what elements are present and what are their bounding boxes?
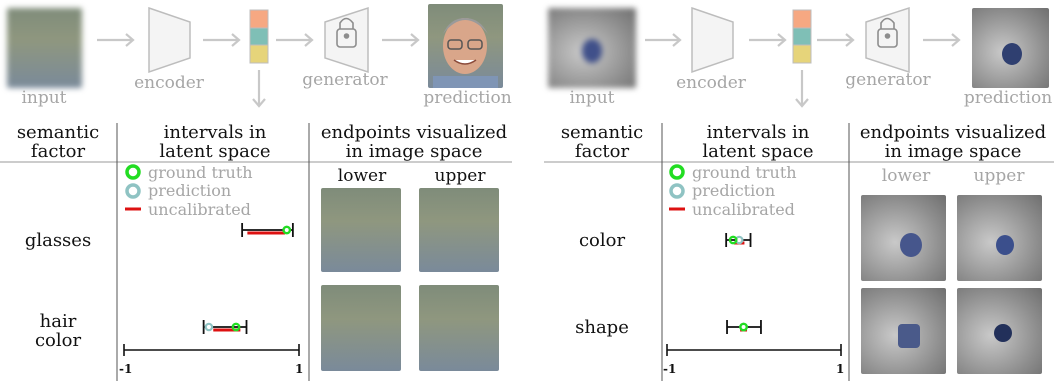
arrow-input-to-encoder [97, 33, 135, 47]
lock-icon [877, 17, 898, 48]
axis-min-label-2: -1 [663, 362, 677, 376]
arrow-encoder-to-latent [203, 33, 241, 47]
prediction-marker [204, 322, 214, 332]
factor-label-shape: shape [575, 317, 629, 338]
table-lines [0, 123, 512, 381]
legend-uncalibrated-2: uncalibrated [692, 200, 795, 219]
encoder-shape-2 [691, 6, 734, 74]
face-hair-lower [321, 285, 401, 371]
object-icon [994, 324, 1012, 342]
label-prediction-2: prediction [963, 88, 1053, 108]
face-hair-upper [419, 285, 499, 371]
label-generator: generator [302, 70, 388, 90]
axis-min-label: -1 [119, 362, 133, 376]
object-icon [898, 324, 920, 348]
input-image-blurred-object [548, 8, 636, 88]
label-prediction: prediction [423, 88, 512, 108]
label-encoder: encoder [134, 73, 204, 93]
ground-truth-marker [728, 235, 738, 245]
arrow-latent-down [252, 70, 266, 108]
label-upper: upper [434, 166, 486, 186]
lock-icon [336, 17, 357, 48]
legend-prediction-2: prediction [692, 181, 776, 200]
legend-markers [125, 164, 141, 211]
legend-ground-truth: ground truth [148, 163, 253, 182]
table-lines-2 [544, 123, 1054, 381]
factor-label-color: color [578, 230, 626, 251]
arrow-generator-to-prediction [382, 33, 420, 47]
pipeline-diagram-2 [645, 6, 961, 108]
prediction-image-face [428, 4, 503, 88]
latent-vector-2 [792, 9, 812, 64]
label-input: input [21, 88, 67, 108]
factor-label-1: glasses [24, 230, 92, 251]
object-blob-icon [582, 39, 602, 63]
label-lower: lower [337, 166, 387, 186]
object-icon [900, 233, 922, 257]
prediction-image-object [972, 8, 1049, 88]
label-lower-2: lower [881, 166, 931, 186]
ground-truth-marker [739, 322, 748, 332]
face-illustration [433, 18, 498, 88]
object-color-upper [957, 195, 1042, 281]
generator-shape-2 [865, 6, 910, 74]
label-input-2: input [569, 88, 615, 108]
ground-truth-marker [231, 322, 241, 332]
legend-prediction: prediction [148, 181, 232, 200]
latent-vector [249, 9, 269, 64]
object-shape-upper [957, 288, 1042, 374]
object-sphere-icon [1002, 43, 1022, 65]
object-color-lower [861, 195, 946, 281]
intervals-plot-2 [666, 233, 842, 356]
legend-markers-2 [669, 164, 685, 211]
axis-max-label-2: 1 [836, 362, 845, 376]
object-icon [996, 235, 1014, 255]
label-generator-2: generator [845, 70, 931, 90]
face-glasses-upper [419, 188, 499, 272]
intervals-plot [123, 223, 300, 356]
encoder-shape [148, 6, 191, 74]
pipeline-diagram [97, 6, 420, 108]
object-shape-lower [861, 288, 946, 374]
legend-ground-truth-2: ground truth [692, 163, 797, 182]
axis-max-label: 1 [295, 362, 304, 376]
legend-uncalibrated: uncalibrated [148, 200, 251, 219]
input-image-blurred-face [7, 8, 82, 88]
label-encoder-2: encoder [676, 73, 746, 93]
arrow-latent-to-generator [276, 33, 314, 47]
face-glasses-lower [321, 188, 401, 272]
label-upper-2: upper [973, 166, 1025, 186]
ground-truth-marker [282, 225, 292, 235]
generator-shape [324, 6, 369, 74]
